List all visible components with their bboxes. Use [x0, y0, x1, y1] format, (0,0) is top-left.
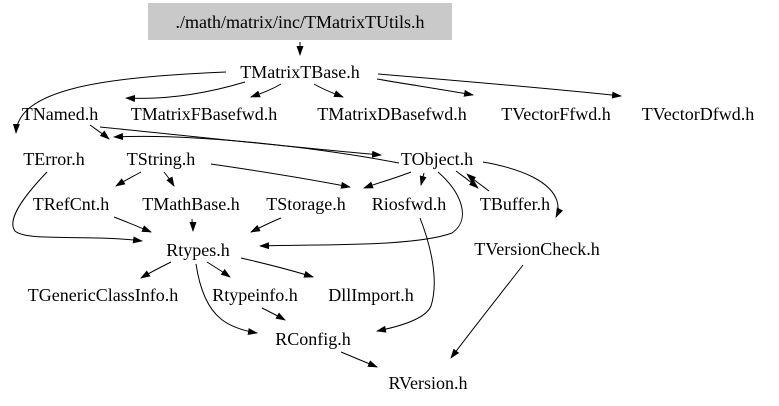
edge-tmathbase-to-rtypes [189, 218, 197, 232]
edge-tobject-to-tversioncheck [482, 161, 564, 218]
graph-node-tvectordfwd[interactable]: TVectorDfwd.h [642, 104, 754, 124]
graph-node-riosfwd[interactable]: Riosfwd.h [372, 194, 447, 214]
edge-rconfig-to-rversion [340, 351, 378, 368]
graph-node-tmathbase[interactable]: TMathBase.h [142, 194, 239, 214]
edge-tstring-to-trefcnt [115, 171, 142, 187]
graph-node-tbuffer[interactable]: TBuffer.h [480, 194, 550, 214]
edge-rtypes-to-tgenericclassinfo [140, 261, 172, 279]
edge-tstring-to-tmathbase [163, 171, 175, 187]
graph-node-terror[interactable]: TError.h [23, 149, 84, 169]
graph-node-tstring[interactable]: TString.h [127, 149, 196, 169]
edge-rtypes-to-rconfig [195, 263, 258, 335]
edge-rtypes-to-rtypeinfo [206, 261, 231, 278]
edge-tbuffer-to-tobject [466, 173, 490, 192]
edge-tmatrixtbase-to-tmatrixfbasefwd [250, 83, 282, 98]
edge-tmatrixtbase-to-tnamed [125, 81, 246, 102]
graph-node-tversioncheck[interactable]: TVersionCheck.h [474, 239, 599, 259]
edge-tstorage-to-rtypes [250, 217, 282, 233]
graph-node-tmatrixtutils[interactable]: ./math/matrix/inc/TMatrixTUtils.h [176, 12, 425, 32]
edge-tstring-to-tstorage [210, 163, 351, 189]
edge-tobject-to-tstring [113, 133, 400, 164]
graph-node-rtypeinfo[interactable]: Rtypeinfo.h [212, 285, 298, 305]
graph-node-dllimport[interactable]: DllImport.h [328, 285, 414, 305]
edge-tobject-to-rtypes [259, 171, 463, 250]
graph-node-tnamed[interactable]: TNamed.h [22, 104, 98, 124]
edge-tmatrixtbase-to-tvectordfwd [377, 73, 622, 99]
graph-node-rversion[interactable]: RVersion.h [388, 373, 467, 393]
graph-node-rtypes[interactable]: Rtypes.h [166, 240, 230, 260]
edge-tversioncheck-to-rversion [450, 264, 524, 359]
graph-node-tvectorffwd[interactable]: TVectorFfwd.h [501, 104, 610, 124]
edge-tobject-to-tbuffer [455, 170, 479, 189]
edge-riosfwd-to-rconfig [376, 217, 435, 333]
edge-tmatrixtbase-to-tmatrixdbasefwd [313, 83, 344, 98]
node-layer: ./math/matrix/inc/TMatrixTUtils.hTMatrix… [22, 3, 754, 393]
edge-rtypeinfo-to-rconfig [261, 307, 286, 321]
edge-tobject-to-riosfwd [419, 172, 427, 186]
graph-node-trefcnt[interactable]: TRefCnt.h [33, 194, 110, 214]
graph-node-tobject[interactable]: TObject.h [401, 149, 473, 169]
edge-terror-to-rtypes [12, 171, 143, 244]
graph-node-tmatrixdbasefwd[interactable]: TMatrixDBasefwd.h [317, 104, 466, 124]
edge-tmatrixtbase-to-tvectorffwd [376, 78, 474, 97]
graph-node-tmatrixfbasefwd[interactable]: TMatrixFBasefwd.h [131, 104, 277, 124]
root-node-box [148, 3, 452, 40]
edge-layer [12, 42, 622, 368]
graph-node-rconfig[interactable]: RConfig.h [275, 329, 351, 349]
graph-node-tstorage[interactable]: TStorage.h [266, 194, 345, 214]
edge-tnamed-to-tstring [89, 124, 110, 140]
graph-node-tmatrixtbase[interactable]: TMatrixTBase.h [240, 62, 359, 82]
graph-node-tgenericclassinfo[interactable]: TGenericClassInfo.h [28, 285, 178, 305]
edge-tmatrixtbase-to-terror [12, 71, 227, 134]
edge-tobject-to-tstorage [363, 171, 412, 189]
edge-rtypes-to-dllimport [240, 257, 314, 278]
edge-trefcnt-to-rtypes [113, 216, 152, 233]
